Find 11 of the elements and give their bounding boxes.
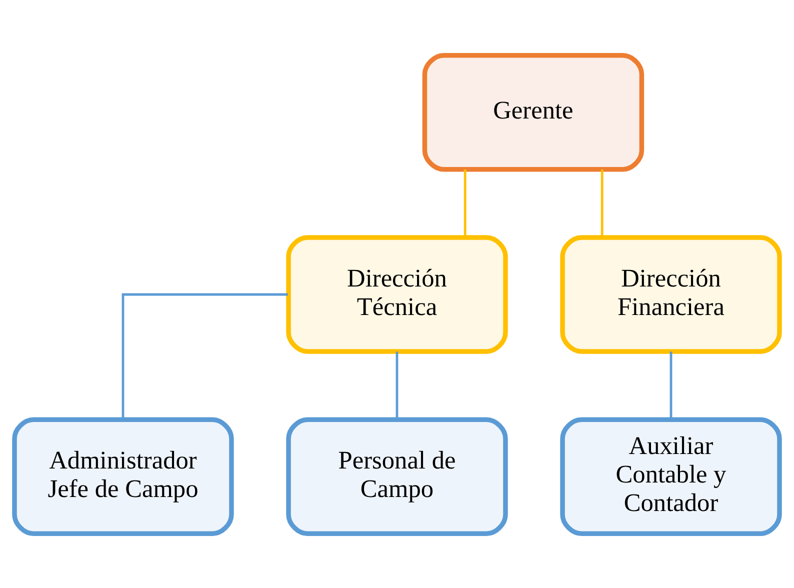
node-box: Personal de Campo: [286, 416, 508, 536]
node-box: Dirección Técnica: [286, 234, 508, 354]
connector: [122, 292, 288, 420]
node-box: Administrador Jefe de Campo: [12, 416, 234, 536]
node-box: Gerente: [422, 52, 644, 172]
connector: [670, 351, 672, 419]
connector: [600, 168, 604, 236]
node-box: Auxiliar Contable y Contador: [560, 416, 782, 536]
node-box: Dirección Financiera: [560, 234, 782, 354]
connector: [464, 168, 466, 236]
connector: [396, 351, 398, 419]
